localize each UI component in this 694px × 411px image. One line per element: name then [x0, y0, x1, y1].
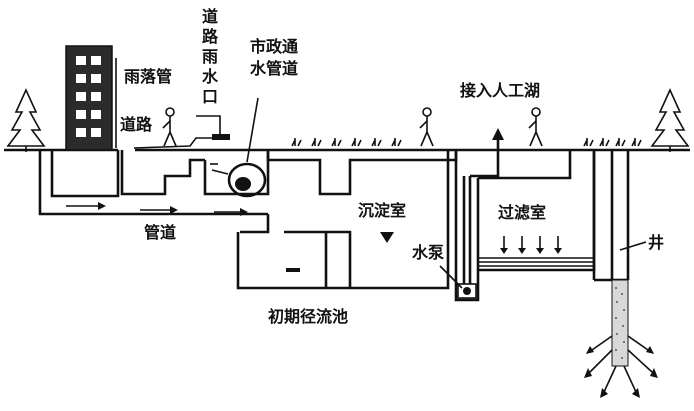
road-curb — [196, 115, 221, 136]
label-road: 道路 — [120, 115, 153, 134]
underground-structure — [38, 150, 630, 302]
tree-right — [650, 88, 690, 152]
label-rain-downpipe: 雨落管 — [124, 67, 172, 86]
label-pipe: 管道 — [144, 223, 176, 242]
outlet-to-lake — [470, 128, 504, 178]
road-surface — [133, 137, 222, 149]
road-inlet-grate — [212, 134, 230, 140]
municipal-pipe-shape — [210, 162, 267, 198]
label-filter-chamber: 过滤室 — [498, 203, 546, 222]
label-municipal-pipe: 市政通水管道 — [250, 37, 298, 78]
label-well: 井 — [648, 233, 664, 252]
label-settling-chamber: 沉淀室 — [358, 201, 406, 220]
pool-outlet — [286, 268, 300, 272]
well-seepage — [584, 279, 658, 398]
grass-left — [291, 138, 402, 147]
person-road — [162, 107, 177, 147]
leader-lines — [246, 97, 647, 289]
label-road-inlet: 道路雨水口 — [202, 7, 219, 106]
person-middle — [419, 107, 434, 147]
label-pump: 水泵 — [412, 243, 444, 262]
label-initial-runoff-pool: 初期径流池 — [268, 307, 348, 326]
tree-left — [6, 88, 46, 152]
filter-media — [478, 257, 594, 267]
label-to-lake: 接入人工湖 — [460, 81, 540, 100]
pump-symbol — [457, 283, 477, 299]
building — [65, 45, 113, 151]
grass-right — [583, 138, 642, 147]
person-right — [528, 107, 543, 147]
flow-arrows — [66, 202, 562, 254]
